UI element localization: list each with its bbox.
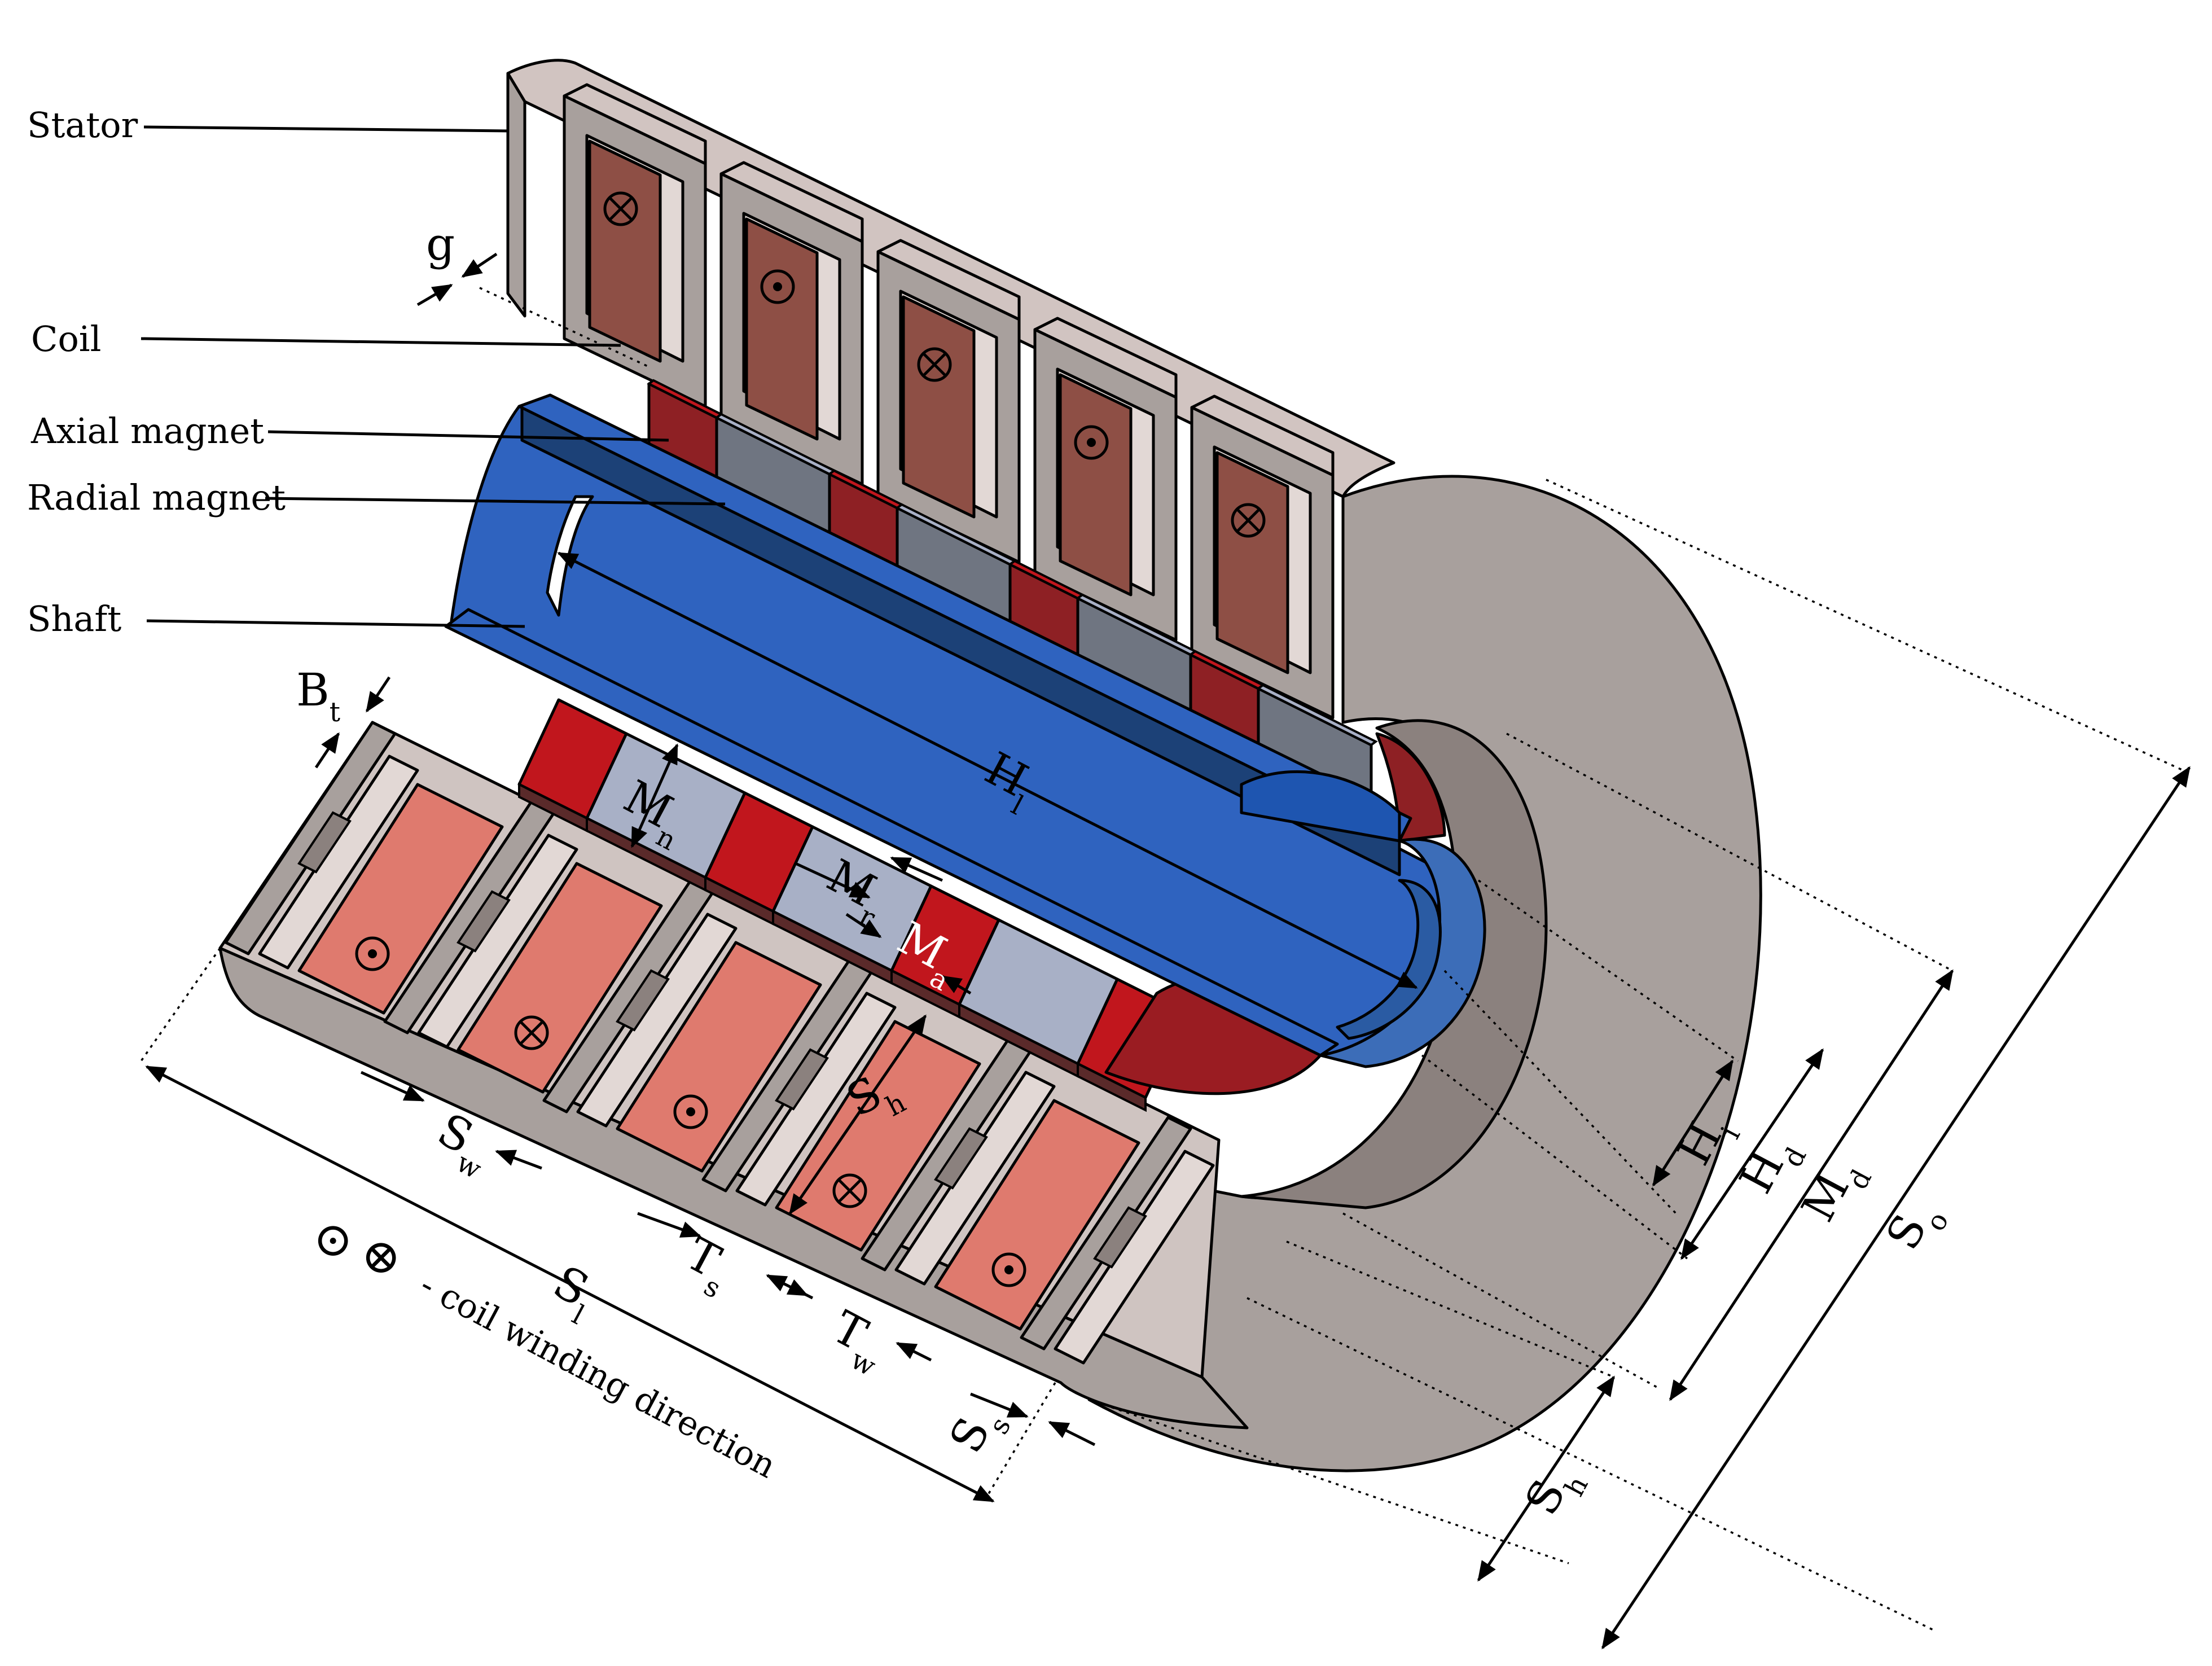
top-winding-cross-icon [1231, 503, 1266, 538]
dim-ss-b [1048, 1421, 1096, 1446]
dim-label-so: So [1876, 1191, 1955, 1263]
dim-mr-b [890, 856, 943, 882]
bottom-winding-dot-icon-dot [686, 1107, 695, 1116]
top-winding-dot-icon [760, 269, 795, 304]
top-winding-cross-icon-cross-b [922, 352, 947, 377]
top-winding-cross-icon-ring [917, 347, 952, 382]
dim-hl [557, 551, 1418, 989]
dim-tw-a [766, 1274, 809, 1297]
legend-cross-icon: ⊗ [361, 1229, 401, 1284]
dim-label-sl: Sl [539, 1256, 604, 1331]
dim-bt-a [365, 676, 391, 713]
component-labels: Stator Coil Axial magnet Radial magnet S… [27, 104, 286, 639]
bottom-winding-dot-icon-dot [1004, 1265, 1013, 1274]
bottom-winding-cross-icon [514, 1015, 549, 1050]
dim-ma-a [845, 913, 882, 939]
dim-ss-a [970, 1392, 1029, 1418]
dim-label-ts: Ts [672, 1227, 741, 1305]
top-winding-cross-icon-cross-b [608, 196, 633, 221]
label-stator: Stator [27, 104, 138, 146]
dim-sl [145, 1065, 995, 1503]
legend-dot-icon: ⊙ [313, 1212, 353, 1267]
bottom-winding-dot-icon-dot [368, 949, 377, 958]
dim-tw-b [896, 1341, 932, 1362]
label-coil: Coil [31, 318, 101, 359]
label-shaft: Shaft [27, 598, 121, 639]
top-coil [1215, 451, 1289, 674]
top-winding-dot-icon-dot [1087, 438, 1096, 447]
dim-label-tw: Tw [819, 1301, 896, 1383]
top-winding-dot-icon [1074, 425, 1109, 460]
top-coil [1059, 373, 1133, 597]
shaft-end-face [1319, 838, 1486, 1068]
bottom-tooth-wall [1020, 1116, 1192, 1351]
dim-hd [1680, 1048, 1824, 1260]
dim-g-a [461, 252, 498, 278]
bottom-tooth-wall [224, 721, 397, 955]
dimension-lines [145, 252, 2191, 1650]
top-winding-cross-icon [917, 347, 952, 382]
top-winding-cross-icon [603, 191, 638, 226]
top-winding-dot-icon-ring [760, 269, 795, 304]
dim-sw-b [495, 1150, 542, 1170]
leader-lines [141, 125, 726, 628]
dim-label-sh-outer: Sh [1515, 1456, 1595, 1529]
bottom-slot-depth [1093, 1206, 1147, 1269]
top-coil [902, 295, 976, 519]
dim-g-b [416, 283, 453, 306]
stator-top-back [506, 72, 526, 318]
bottom-slot-depth [297, 811, 352, 874]
top-winding-cross-icon-ring [1231, 503, 1266, 538]
label-radial-magnet: Radial magnet [27, 477, 286, 518]
top-winding-cross-icon-cross-b [1236, 508, 1261, 533]
dim-ma-b [941, 975, 972, 995]
bottom-coil [297, 783, 504, 1015]
front-magnet-edge [1077, 1062, 1147, 1112]
dim-ts-a [637, 1212, 701, 1238]
dim-bt-b [314, 732, 340, 769]
label-axial-magnet: Axial magnet [30, 410, 264, 451]
top-winding-cross-icon-ring [603, 191, 638, 226]
dim-hi [1652, 1059, 1734, 1187]
bottom-winding-cross-icon-cross-b [519, 1020, 544, 1045]
top-winding-dot-icon-dot [773, 282, 782, 291]
dim-sh-outer [1477, 1375, 1616, 1582]
top-winding-dot-icon-ring [1074, 425, 1109, 460]
bottom-winding-dot-icon-ring [355, 936, 390, 971]
dim-sh-inner [788, 1014, 927, 1215]
top-coil [745, 217, 819, 441]
dim-label-bt: Bt [296, 664, 340, 728]
bottom-winding-cross-icon-ring [514, 1015, 549, 1050]
dim-mn [630, 743, 679, 848]
dim-mr-a [795, 862, 871, 899]
top-coil [588, 139, 662, 363]
bottom-winding-dot-icon [355, 936, 390, 971]
dim-label-g: g [426, 218, 455, 270]
bottom-slot-depth [457, 890, 511, 953]
dim-sw-a [360, 1071, 425, 1102]
